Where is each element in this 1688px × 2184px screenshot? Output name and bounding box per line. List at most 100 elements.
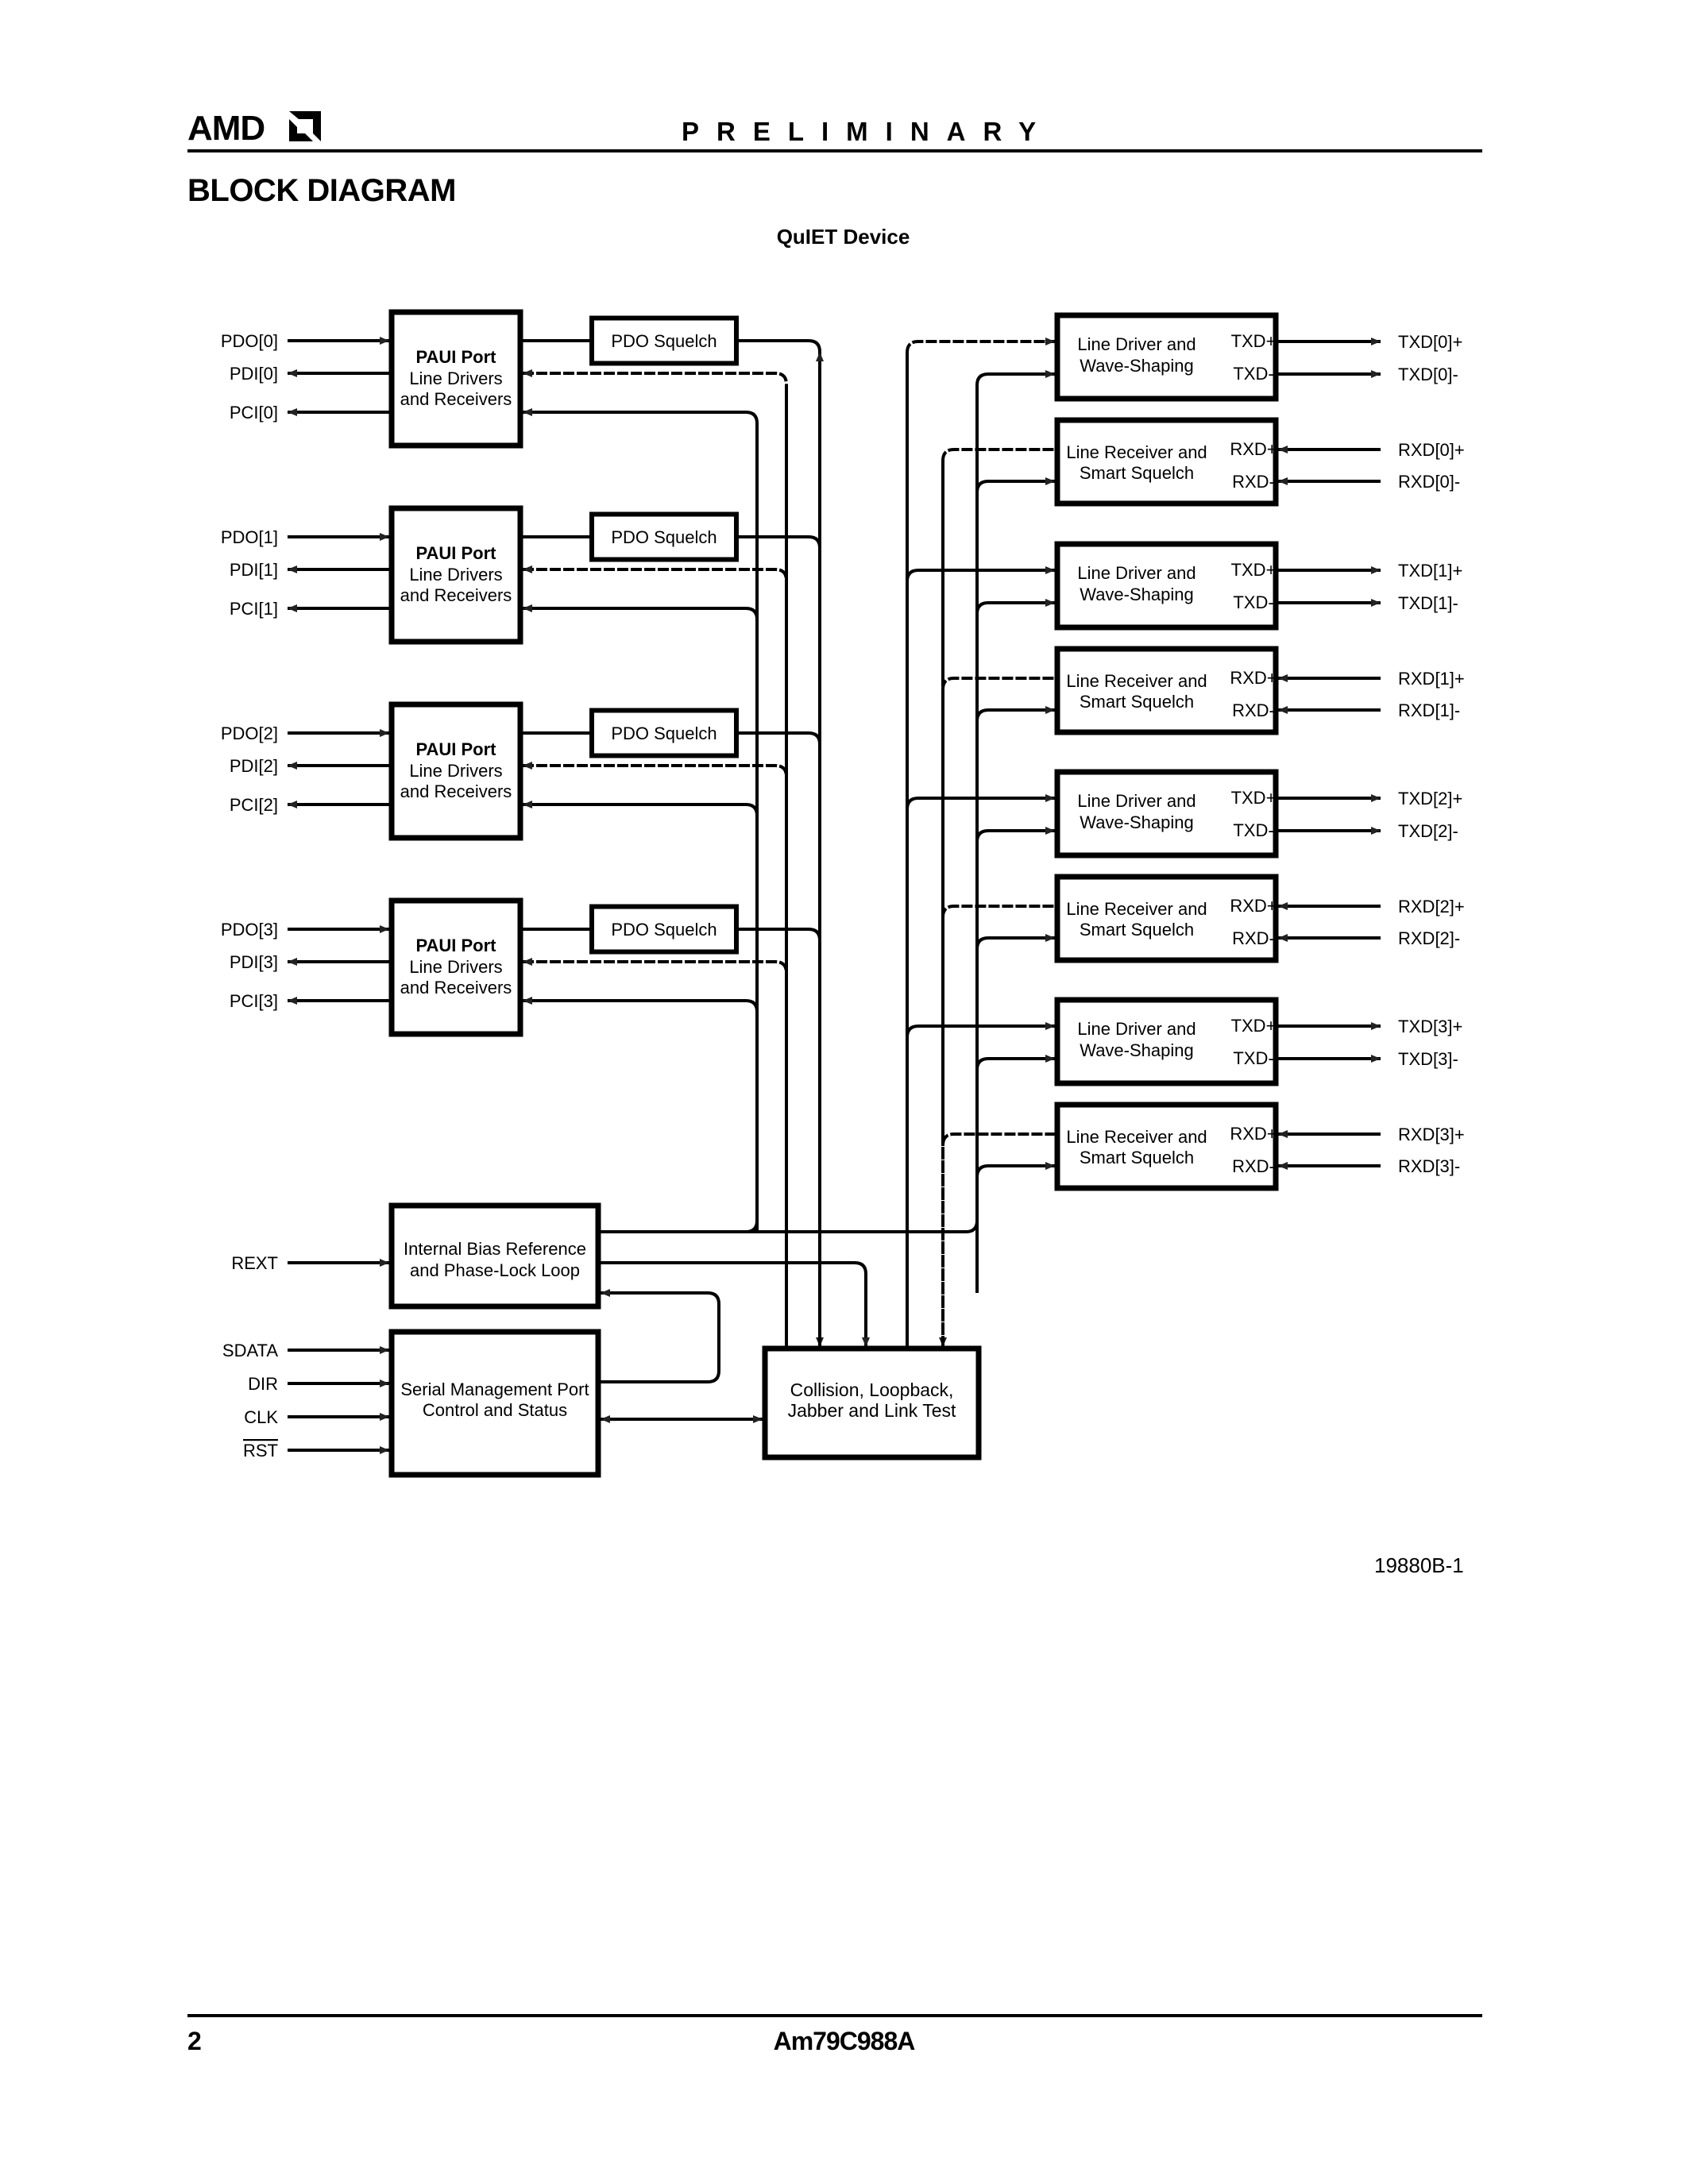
diagram-title-text: QuIET Device	[776, 225, 910, 249]
pci-bus-wire	[523, 604, 759, 1231]
rxd-minus-pin: RXD-	[1232, 928, 1275, 948]
paui-port-line2: and Receivers	[400, 978, 512, 997]
txd-minus-bus-wire	[975, 1055, 1055, 1232]
rxd-minus-input-label: RXD[1]-	[1398, 700, 1460, 720]
txd-plus-output-label: TXD[2]+	[1398, 789, 1462, 808]
paui-port-block	[388, 505, 523, 645]
serial-pin-label: CLK	[244, 1407, 278, 1427]
rxd-minus-pin: RXD-	[1232, 700, 1275, 720]
rxd-minus-input-label: RXD[3]-	[1398, 1156, 1460, 1176]
serial-pin-label: SDATA	[222, 1341, 278, 1360]
squelch-bus-wire	[736, 928, 824, 1347]
line-driver-block	[1054, 541, 1279, 631]
pci-bus-wire	[523, 997, 759, 1231]
pci-pin-label: PCI[0]	[230, 403, 278, 423]
line-driver-block	[1054, 997, 1279, 1086]
pdo-pin-label: PDO[2]	[221, 723, 278, 743]
pci-pin-label: PCI[1]	[230, 599, 278, 619]
serial-block-line1: Serial Management Port	[400, 1379, 589, 1399]
serial-block-line2: Control and Status	[423, 1400, 567, 1420]
line-receiver-line1: Line Receiver and	[1066, 671, 1207, 691]
footer-rule	[187, 2014, 1482, 2017]
txd-plus-pin: TXD+	[1231, 1016, 1277, 1036]
txd-minus-bus-wire	[975, 599, 1055, 708]
txd-plus-output-label: TXD[0]+	[1398, 332, 1462, 352]
rxd-plus-input-label: RXD[0]+	[1398, 440, 1465, 460]
rxd-minus-bus-wire	[975, 934, 1055, 1065]
rxd-plus-pin: RXD+	[1230, 896, 1277, 916]
amd-logo: AMD	[187, 110, 321, 143]
paui-port-line2: and Receivers	[400, 585, 512, 605]
collision-loopback-block	[762, 1345, 982, 1461]
txd-plus-output-label: TXD[1]+	[1398, 561, 1462, 581]
header-rule	[187, 149, 1482, 152]
line-driver-line2: Wave-Shaping	[1080, 812, 1193, 832]
rxd-plus-input-label: RXD[2]+	[1398, 897, 1465, 916]
rxd-minus-input-label: RXD[0]-	[1398, 472, 1460, 492]
pdo-squelch-label: PDO Squelch	[611, 527, 717, 547]
line-receiver-line1: Line Receiver and	[1066, 442, 1207, 462]
pdo-pin-label: PDO[0]	[221, 331, 278, 351]
pll-to-collision-wire	[598, 1261, 870, 1347]
bias-output-wire	[598, 1220, 979, 1233]
preliminary-label: PRELIMINARY	[682, 117, 1054, 146]
section-title: BLOCK DIAGRAM	[187, 173, 456, 208]
pci-pin-label: PCI[3]	[230, 991, 278, 1011]
line-receiver-line2: Smart Squelch	[1080, 920, 1194, 940]
txd-minus-output-label: TXD[0]-	[1398, 365, 1458, 384]
paui-port-block	[388, 701, 523, 841]
pdi-bus-wire	[523, 958, 788, 1349]
line-driver-line2: Wave-Shaping	[1080, 1040, 1193, 1060]
txd-plus-pin: TXD+	[1231, 331, 1277, 351]
amd-arrow-icon	[289, 111, 321, 141]
txd-plus-pin: TXD+	[1231, 560, 1277, 580]
squelch-bus-wire	[736, 339, 821, 547]
txd-plus-output-label: TXD[3]+	[1398, 1017, 1462, 1036]
rxd-plus-pin: RXD+	[1230, 668, 1277, 688]
paui-port-line2: and Receivers	[400, 389, 512, 409]
line-driver-line2: Wave-Shaping	[1080, 356, 1193, 376]
txd-minus-output-label: TXD[2]-	[1398, 821, 1458, 841]
pdo-pin-label: PDO[3]	[221, 920, 278, 940]
collision-block-line2: Jabber and Link Test	[788, 1400, 956, 1421]
pdi-pin-label: PDI[0]	[230, 364, 278, 384]
rxd-minus-bus-wire	[975, 477, 1055, 608]
line-receiver-block	[1054, 874, 1279, 963]
rxd-plus-pin: RXD+	[1230, 439, 1277, 459]
paui-port-title: PAUI Port	[415, 739, 496, 759]
rxd-plus-input-label: RXD[1]+	[1398, 669, 1465, 689]
pdo-squelch-label: PDO Squelch	[611, 920, 717, 940]
rxd-plus-bus-wire	[941, 677, 1057, 907]
pdi-pin-label: PDI[2]	[230, 756, 278, 776]
paui-port-line1: Line Drivers	[409, 761, 502, 781]
rxd-plus-input-label: RXD[3]+	[1398, 1125, 1465, 1144]
line-receiver-line2: Smart Squelch	[1080, 1148, 1194, 1167]
figure-id: 19880B-1	[1374, 1553, 1464, 1577]
pci-bus-wire	[523, 801, 759, 1231]
serial-pin-label: RST	[243, 1441, 278, 1461]
line-driver-block	[1054, 769, 1279, 859]
paui-port-block	[388, 897, 523, 1037]
bias-block-line2: and Phase-Lock Loop	[410, 1260, 580, 1280]
txd-minus-bus-wire	[975, 370, 1055, 479]
paui-port-block	[388, 309, 523, 449]
page-number: 2	[187, 2027, 202, 2055]
rxd-minus-bus-wire	[975, 706, 1055, 837]
txd-minus-output-label: TXD[1]-	[1398, 593, 1458, 613]
line-receiver-block	[1054, 1102, 1279, 1191]
rxd-plus-bus-wire	[941, 905, 1057, 1135]
blocks	[388, 309, 1279, 1478]
line-receiver-line1: Line Receiver and	[1066, 1127, 1207, 1147]
serial-management-block	[388, 1329, 601, 1478]
smp-to-pll-loop-wire	[598, 1289, 720, 1383]
paui-port-line1: Line Drivers	[409, 957, 502, 977]
pci-bus-join-wire	[745, 1012, 759, 1233]
pci-bus-wire	[523, 408, 759, 1231]
txd-plus-pin: TXD+	[1231, 788, 1277, 808]
txd-minus-pin: TXD-	[1233, 820, 1273, 840]
pdi-bus-wire	[523, 565, 788, 1349]
line-receiver-block	[1054, 646, 1279, 735]
rxd-minus-pin: RXD-	[1232, 1156, 1275, 1176]
pci-pin-label: PCI[2]	[230, 795, 278, 815]
